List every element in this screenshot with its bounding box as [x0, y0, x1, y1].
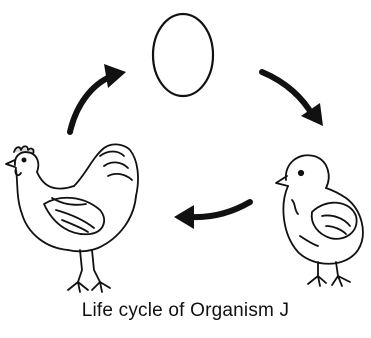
arrow-hen-to-egg — [70, 64, 126, 132]
arrow-egg-to-chick — [262, 72, 323, 126]
diagram-caption: Life cycle of Organism J — [0, 300, 371, 322]
hen-icon — [6, 144, 138, 292]
egg-icon — [153, 14, 213, 96]
arrow-chick-to-hen — [174, 202, 250, 229]
chick-icon — [276, 155, 363, 286]
